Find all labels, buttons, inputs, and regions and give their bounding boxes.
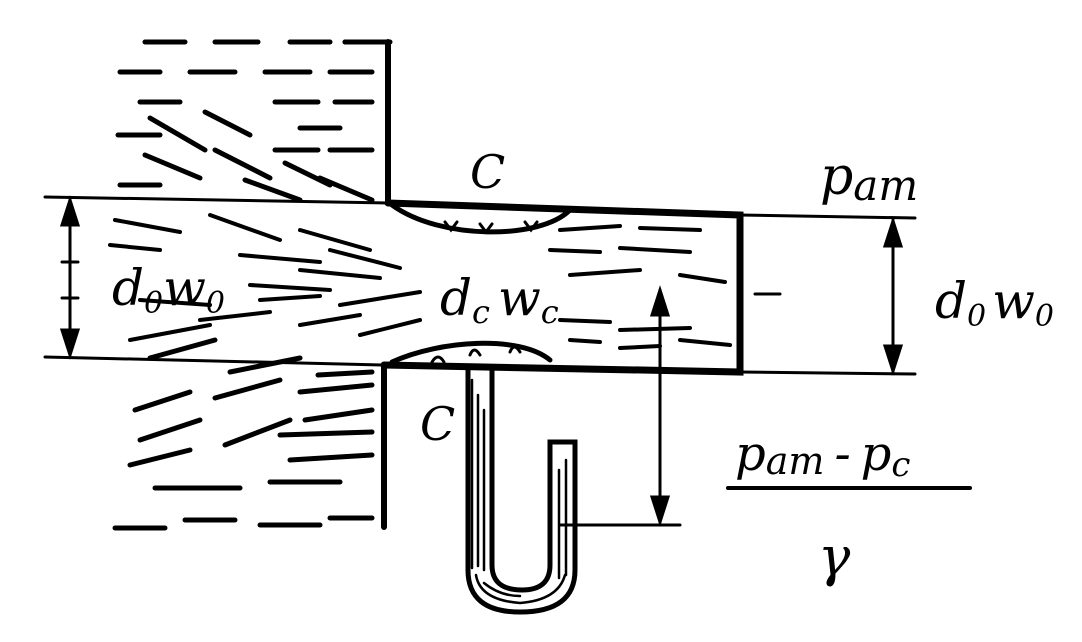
label-inlet-diameter-velocity: d0w0 <box>112 259 225 321</box>
dimension-line-inlet-top <box>43 195 390 205</box>
label-vena-contracta-bottom: C <box>420 397 455 451</box>
inlet-diameter-arrow <box>59 195 81 360</box>
label-vena-contracta-top: C <box>470 145 505 199</box>
manometer-liquid-column <box>470 378 568 605</box>
vortex-marks-upper <box>443 220 539 235</box>
label-vacuum-head-numerator: pam-pc <box>735 426 910 485</box>
vacuum-head-arrow <box>649 285 671 527</box>
reservoir-hatching-upper <box>115 39 375 203</box>
vena-contracta-lower-region <box>389 340 553 365</box>
reservoir-hatching-lower <box>112 337 375 531</box>
manometer-u-tube-outer <box>465 365 578 615</box>
vortex-marks-lower <box>430 345 522 364</box>
dimension-line-inlet-bottom <box>43 355 386 367</box>
dimension-line-outlet-bottom <box>738 370 917 376</box>
jet-streamlines <box>108 213 732 350</box>
nozzle-pipe-outline <box>380 199 744 376</box>
label-atmospheric-pressure: pam <box>820 147 918 210</box>
dimension-line-outlet-top <box>738 213 917 220</box>
label-vacuum-head-denominator: γ <box>818 525 851 588</box>
outlet-diameter-arrow <box>882 216 904 376</box>
